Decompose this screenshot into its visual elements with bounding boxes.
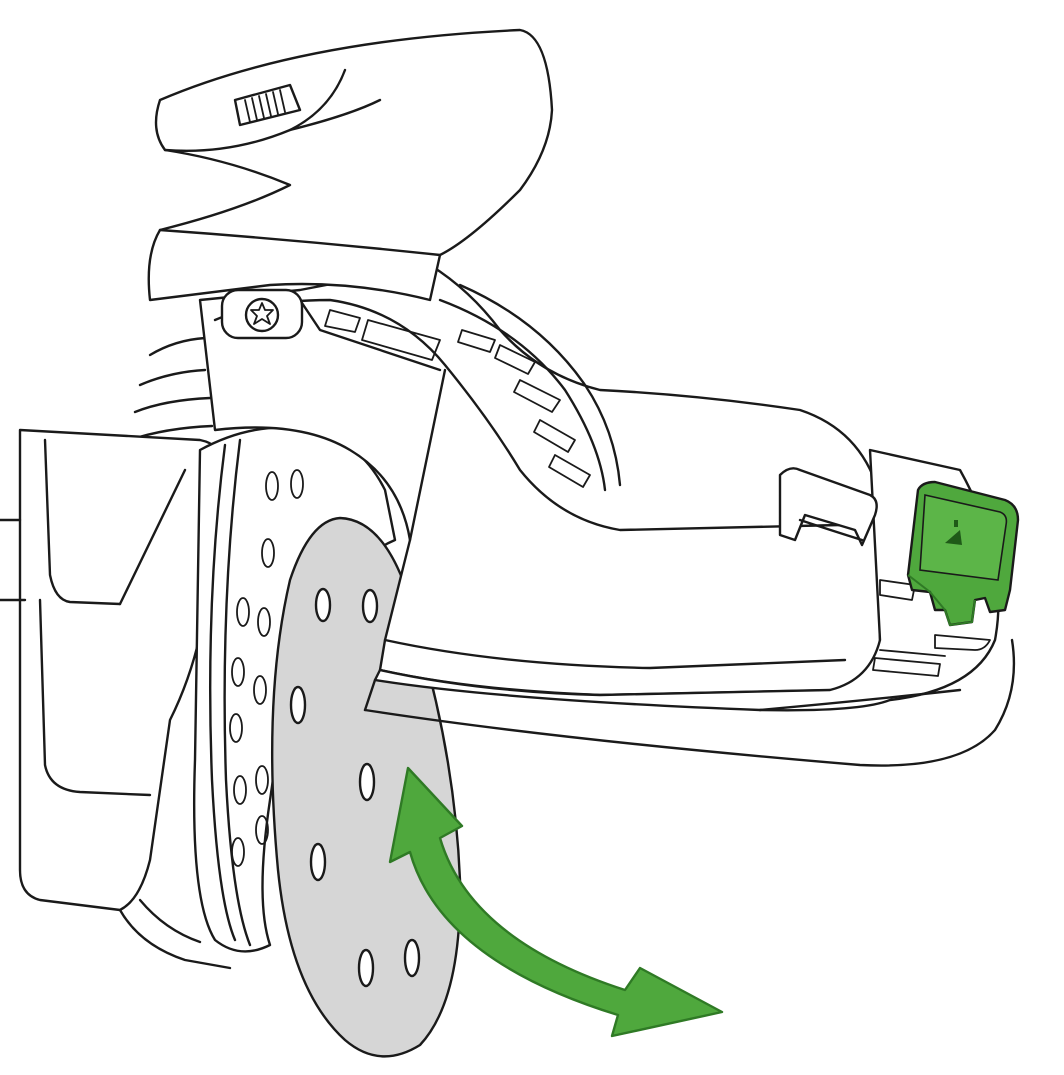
curved-double-arrow-icon	[388, 766, 724, 1038]
top-handle	[147, 28, 554, 302]
housing-fins	[128, 336, 214, 442]
latch-hook	[778, 467, 878, 547]
battery-pack	[0, 428, 232, 970]
release-button-icon	[906, 480, 1020, 627]
base-plate	[363, 448, 1016, 767]
torx-screw-icon	[220, 288, 304, 340]
grip-ribs	[244, 89, 286, 123]
